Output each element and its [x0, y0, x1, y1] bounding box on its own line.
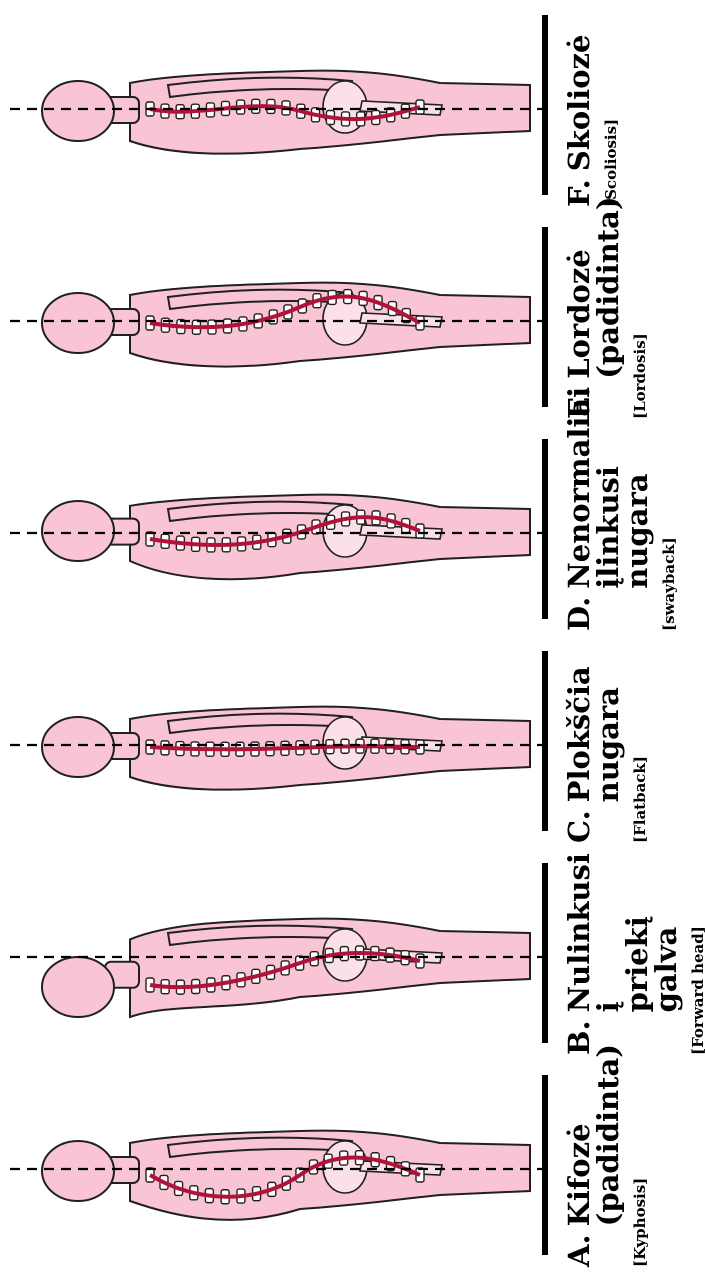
panel-title-line: (padidinta) [594, 196, 623, 378]
panel-letter: C. [565, 810, 594, 843]
posture-illustration-scoliosis [0, 3, 560, 215]
panel-title-english: [Forward head] [691, 855, 705, 1055]
panel-b: B. Nulinkusi į priekį galva [Forward hea… [0, 851, 705, 1063]
panel-title-english: [Flatback] [633, 643, 648, 843]
panel-title-line: Plokščia [565, 666, 594, 802]
panel-caption: E. Lordozė (padidinta) [Lordosis] [565, 219, 648, 419]
panel-caption: A. Kifozė (padidinta) [Kyphosis] [565, 1067, 648, 1267]
panel-title-line: Kifozė [565, 1044, 594, 1226]
panel-caption: F. Skoliozė [Scoliosis] [565, 7, 619, 207]
panel-e: E. Lordozė (padidinta) [Lordosis] [0, 215, 705, 427]
panel-letter: D. [565, 597, 594, 631]
posture-illustration-flatback [0, 639, 560, 851]
posture-illustration-kyphosis [0, 1063, 560, 1275]
posture-illustration-swayback [0, 427, 560, 639]
panel-letter: F. [565, 179, 594, 207]
panel-title-line: galva [652, 853, 681, 1012]
head-silhouette [42, 717, 114, 777]
panel-title-line: priekį [623, 853, 652, 1012]
figure-body [42, 1131, 530, 1220]
panel-caption: D. Nenormaliai įlinkusi nugara [swayback… [565, 431, 677, 631]
panel-title-line: Skoliozė [565, 35, 594, 172]
head-silhouette [42, 293, 114, 353]
figure-body [42, 283, 530, 367]
panel-a: A. Kifozė (padidinta) [Kyphosis] [0, 1063, 705, 1275]
panel-letter: A. [565, 1234, 594, 1267]
panel-f: F. Skoliozė [Scoliosis] [0, 3, 705, 215]
panel-title-english: [swayback] [662, 431, 677, 631]
panel-caption: C. Plokščia nugara [Flatback] [565, 643, 648, 843]
posture-illustration-lordosis [0, 215, 560, 427]
panel-title-english: [Kyphosis] [633, 1067, 648, 1267]
panel-letter: E. [565, 387, 594, 419]
panel-d: D. Nenormaliai įlinkusi nugara [swayback… [0, 427, 705, 639]
panel-title-english: [Lordosis] [633, 219, 648, 419]
head-silhouette [42, 1141, 114, 1201]
panel-title-line: Lordozė [565, 196, 594, 378]
panel-c: C. Plokščia nugara [Flatback] [0, 639, 705, 851]
head-silhouette [42, 501, 114, 561]
head-silhouette [42, 957, 114, 1017]
panel-title-line: (padidinta) [594, 1044, 623, 1226]
posture-illustration-forward-head [0, 851, 560, 1063]
panel-letter: B. [565, 1020, 594, 1055]
panel-title-line: Nulinkusi į [565, 853, 623, 1012]
head-silhouette [42, 81, 114, 141]
panel-caption: B. Nulinkusi į priekį galva [Forward hea… [565, 855, 705, 1055]
panel-title-english: [Scoliosis] [604, 7, 619, 207]
panel-title-line: nugara [594, 666, 623, 802]
